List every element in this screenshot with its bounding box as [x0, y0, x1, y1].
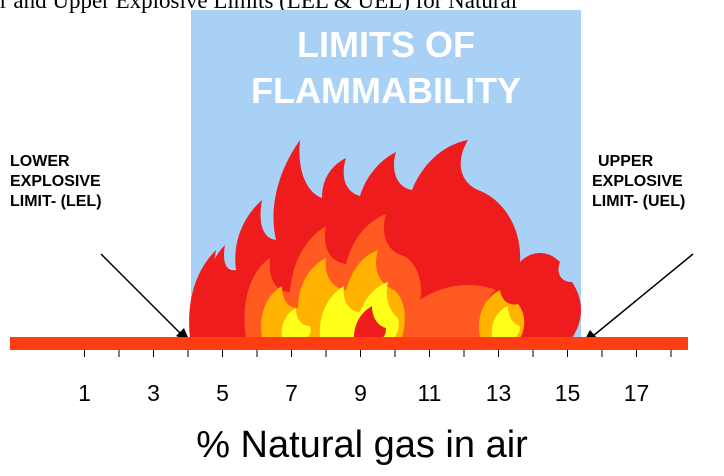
uel-label-line2: EXPLOSIVE — [592, 173, 683, 190]
uel-label-line1: UPPER — [598, 153, 654, 170]
flames-illustration — [189, 140, 581, 338]
tick-label: 9 — [354, 380, 367, 406]
page-title: r and Upper Explosive Limits (LEL & UEL)… — [0, 0, 518, 13]
tick-label: 7 — [285, 380, 298, 406]
lel-label-line3: LIMIT- (LEL) — [10, 193, 102, 210]
tick-label: 1 — [78, 380, 91, 406]
flame-core — [281, 282, 520, 338]
lel-label: LOWER EXPLOSIVE LIMIT- (LEL) — [10, 152, 102, 212]
axis-ticks — [84, 350, 672, 357]
lel-arrow — [100, 253, 190, 342]
tick-label: 5 — [216, 380, 229, 406]
panel-title: LIMITS OF FLAMMABILITY — [191, 22, 581, 114]
panel-title-line2: FLAMMABILITY — [251, 70, 521, 111]
lel-label-line1: LOWER — [10, 153, 70, 170]
uel-label: UPPER EXPLOSIVE LIMIT- (UEL) — [592, 152, 685, 212]
tick-label: 15 — [555, 380, 581, 406]
tick-label: 13 — [486, 380, 512, 406]
percentage-bar — [10, 337, 688, 350]
uel-label-line3: LIMIT- (UEL) — [592, 193, 686, 210]
panel-title-line1: LIMITS OF — [297, 24, 475, 65]
uel-arrow — [583, 253, 694, 343]
flame-red-core — [354, 306, 386, 338]
tick-label: 11 — [418, 380, 442, 406]
lel-label-line2: EXPLOSIVE — [10, 173, 101, 190]
tick-label: 17 — [624, 380, 650, 406]
tick-label: 3 — [147, 380, 160, 406]
axis-title: % Natural gas in air — [196, 424, 528, 466]
flame-left-tongue — [189, 250, 232, 338]
